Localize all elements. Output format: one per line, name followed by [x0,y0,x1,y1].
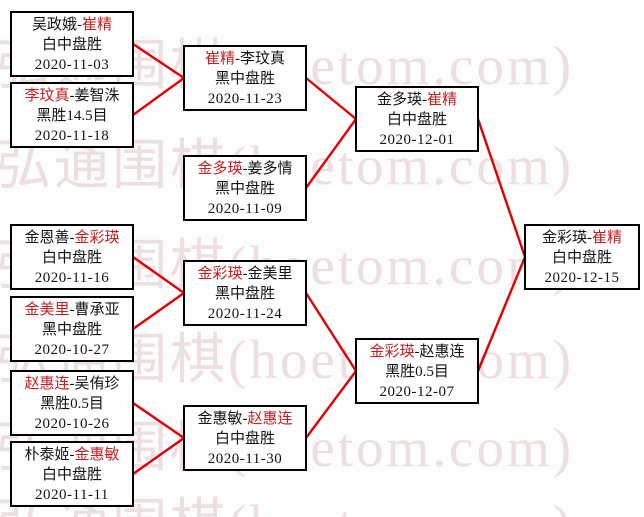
player-name: 金多瑛 [197,161,243,177]
player-name: 金彩瑛 [369,344,415,360]
match-date: 2020-11-23 [207,91,283,107]
match-date: 2020-11-16 [34,270,110,286]
player-separator: - [69,376,75,392]
match-players: 李玟真-姜智洙 [12,86,132,106]
match-result: 黑胜0.5目 [385,364,449,380]
match-players: 崔精-李玟真 [185,49,305,69]
match-players: 吴政娥-崔精 [12,15,132,35]
match-box-final: 金彩瑛-崔精 白中盘胜 2020-12-15 [524,224,640,290]
player-separator: - [587,230,592,246]
match-result: 白中盘胜 [41,467,102,483]
player-separator: - [77,17,82,33]
match-date: 2020-12-01 [379,132,455,148]
player-name: 崔精 [592,230,623,246]
match-players: 朴泰姬-金惠敏 [12,445,132,465]
match-players: 金彩瑛-金美里 [185,264,305,284]
player-separator: - [242,266,248,282]
match-result: 黑中盘胜 [41,322,102,338]
player-name: 金彩瑛 [541,230,587,246]
match-players: 金多瑛-姜多情 [185,159,305,179]
match-box-semifinal-1: 金多瑛-崔精 白中盘胜 2020-12-01 [355,86,479,152]
match-box-round2-3: 金彩瑛-金美里 黑中盘胜 2020-11-24 [183,260,307,326]
match-players: 金彩瑛-赵惠连 [357,342,477,362]
player-separator: - [242,161,248,177]
match-box-round1-2: 李玟真-姜智洙 黑胜14.5目 2020-11-18 [10,82,134,148]
match-date: 2020-10-26 [34,416,110,432]
player-name: 吴侑珍 [74,376,120,392]
player-name: 赵惠连 [247,411,293,427]
match-date: 2020-11-11 [35,487,109,503]
match-date: 2020-11-24 [207,306,283,322]
player-name: 金美里 [24,302,70,318]
player-separator: - [69,302,75,318]
player-name: 李玟真 [24,88,70,104]
match-result: 白中盘胜 [41,37,102,53]
player-separator: - [69,230,75,246]
match-result: 黑胜0.5目 [40,396,104,412]
match-box-round1-1: 吴政娥-崔精 白中盘胜 2020-11-03 [10,11,134,77]
match-date: 2020-12-15 [544,270,620,286]
match-date: 2020-12-07 [379,384,455,400]
player-name: 吴政娥 [31,17,77,33]
player-separator: - [69,88,75,104]
match-box-semifinal-2: 金彩瑛-赵惠连 黑胜0.5目 2020-12-07 [355,338,479,404]
player-name: 崔精 [427,92,458,108]
match-box-round2-2: 金多瑛-姜多情 黑中盘胜 2020-11-09 [183,155,307,221]
match-box-round1-4: 金美里-曹承亚 黑中盘胜 2020-10-27 [10,296,134,362]
match-box-round1-6: 朴泰姬-金惠敏 白中盘胜 2020-11-11 [10,441,134,507]
player-name: 曹承亚 [74,302,120,318]
player-separator: - [242,411,248,427]
match-players: 金惠敏-赵惠连 [185,409,305,429]
player-name: 金彩瑛 [74,230,120,246]
match-box-round2-4: 金惠敏-赵惠连 白中盘胜 2020-11-30 [183,405,307,471]
player-name: 金恩善 [24,230,70,246]
player-name: 赵惠连 [24,376,70,392]
match-players: 金多瑛-崔精 [357,90,477,110]
match-result: 白中盘胜 [386,112,447,128]
player-name: 金美里 [247,266,293,282]
player-name: 崔精 [204,51,235,67]
player-separator: - [422,92,427,108]
match-result: 白中盘胜 [551,250,612,266]
match-result: 黑中盘胜 [214,286,275,302]
match-players: 赵惠连-吴侑珍 [12,374,132,394]
match-players: 金恩善-金彩瑛 [12,228,132,248]
player-name: 金惠敏 [74,447,120,463]
player-name: 赵惠连 [419,344,465,360]
match-date: 2020-11-03 [34,57,110,73]
match-players: 金彩瑛-崔精 [526,228,638,248]
match-date: 2020-11-09 [207,201,283,217]
match-box-round2-1: 崔精-李玟真 黑中盘胜 2020-11-23 [183,45,307,111]
match-result: 黑胜14.5目 [36,108,108,124]
match-players: 金美里-曹承亚 [12,300,132,320]
match-box-round1-3: 金恩善-金彩瑛 白中盘胜 2020-11-16 [10,224,134,290]
match-date: 2020-11-18 [34,128,110,144]
player-name: 朴泰姬 [24,447,70,463]
player-name: 姜智洙 [74,88,120,104]
match-date: 2020-10-27 [34,342,110,358]
player-name: 崔精 [82,17,113,33]
match-date: 2020-11-30 [207,451,283,467]
player-separator: - [414,344,420,360]
player-name: 金惠敏 [197,411,243,427]
match-result: 白中盘胜 [41,250,102,266]
player-name: 姜多情 [247,161,293,177]
player-name: 金多瑛 [376,92,422,108]
match-result: 白中盘胜 [214,431,275,447]
player-name: 李玟真 [240,51,286,67]
match-result: 黑中盘胜 [214,181,275,197]
match-result: 黑中盘胜 [214,71,275,87]
player-separator: - [69,447,75,463]
player-separator: - [235,51,240,67]
match-box-round1-5: 赵惠连-吴侑珍 黑胜0.5目 2020-10-26 [10,370,134,436]
player-name: 金彩瑛 [197,266,243,282]
